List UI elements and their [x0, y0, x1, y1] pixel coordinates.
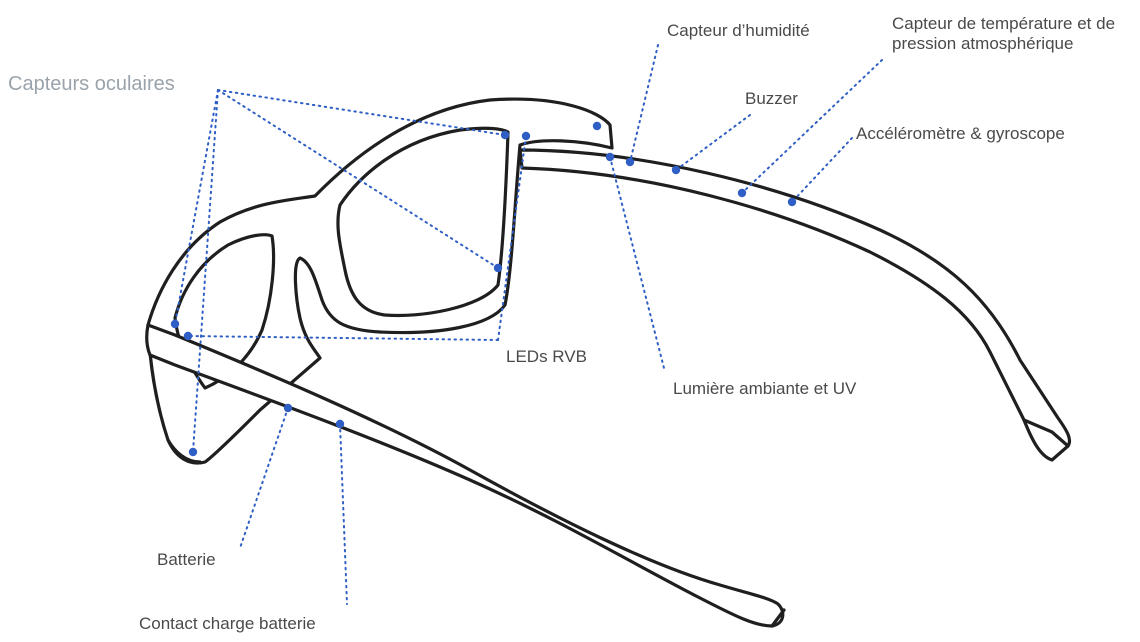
sensor-dot-battery: [283, 403, 293, 413]
left-temple: [145, 323, 785, 628]
label-batterie: Batterie: [157, 550, 216, 569]
label-buzzer: Buzzer: [745, 89, 798, 108]
sensor-dot-temperature: [737, 188, 747, 198]
sensor-dot-eye-1: [500, 130, 510, 140]
sensor-dot-humidity: [625, 157, 635, 167]
sensor-dot-light: [605, 152, 615, 162]
sensor-dot-led-2: [183, 331, 193, 341]
sensor-dot-charge: [335, 419, 345, 429]
label-contact-charge: Contact charge batterie: [139, 614, 316, 633]
label-capteur-temperature: Capteur de température et de pression at…: [892, 14, 1116, 53]
label-leds-rvb: LEDs RVB: [506, 347, 587, 366]
label-capteurs-oculaires: Capteurs oculaires: [8, 73, 175, 95]
sensor-dot-led-1: [521, 131, 531, 141]
sensor-dot-eye-3: [170, 319, 180, 329]
label-capteur-humidite: Capteur d’humidité: [667, 21, 810, 40]
sensor-dots: [170, 121, 797, 457]
label-lumiere-ambiante: Lumière ambiante et UV: [673, 379, 857, 398]
sensor-dot-humidity-top: [592, 121, 602, 131]
sensor-dot-accelerometer: [787, 197, 797, 207]
label-accelerometre: Accéléromètre & gyroscope: [856, 124, 1065, 143]
sensor-dot-eye-2: [493, 263, 503, 273]
sensor-dot-eye-4: [188, 447, 198, 457]
right-lens: [336, 126, 510, 318]
sensor-dot-buzzer: [671, 165, 681, 175]
right-temple: [518, 148, 1072, 462]
leader-lines: [174, 44, 883, 605]
